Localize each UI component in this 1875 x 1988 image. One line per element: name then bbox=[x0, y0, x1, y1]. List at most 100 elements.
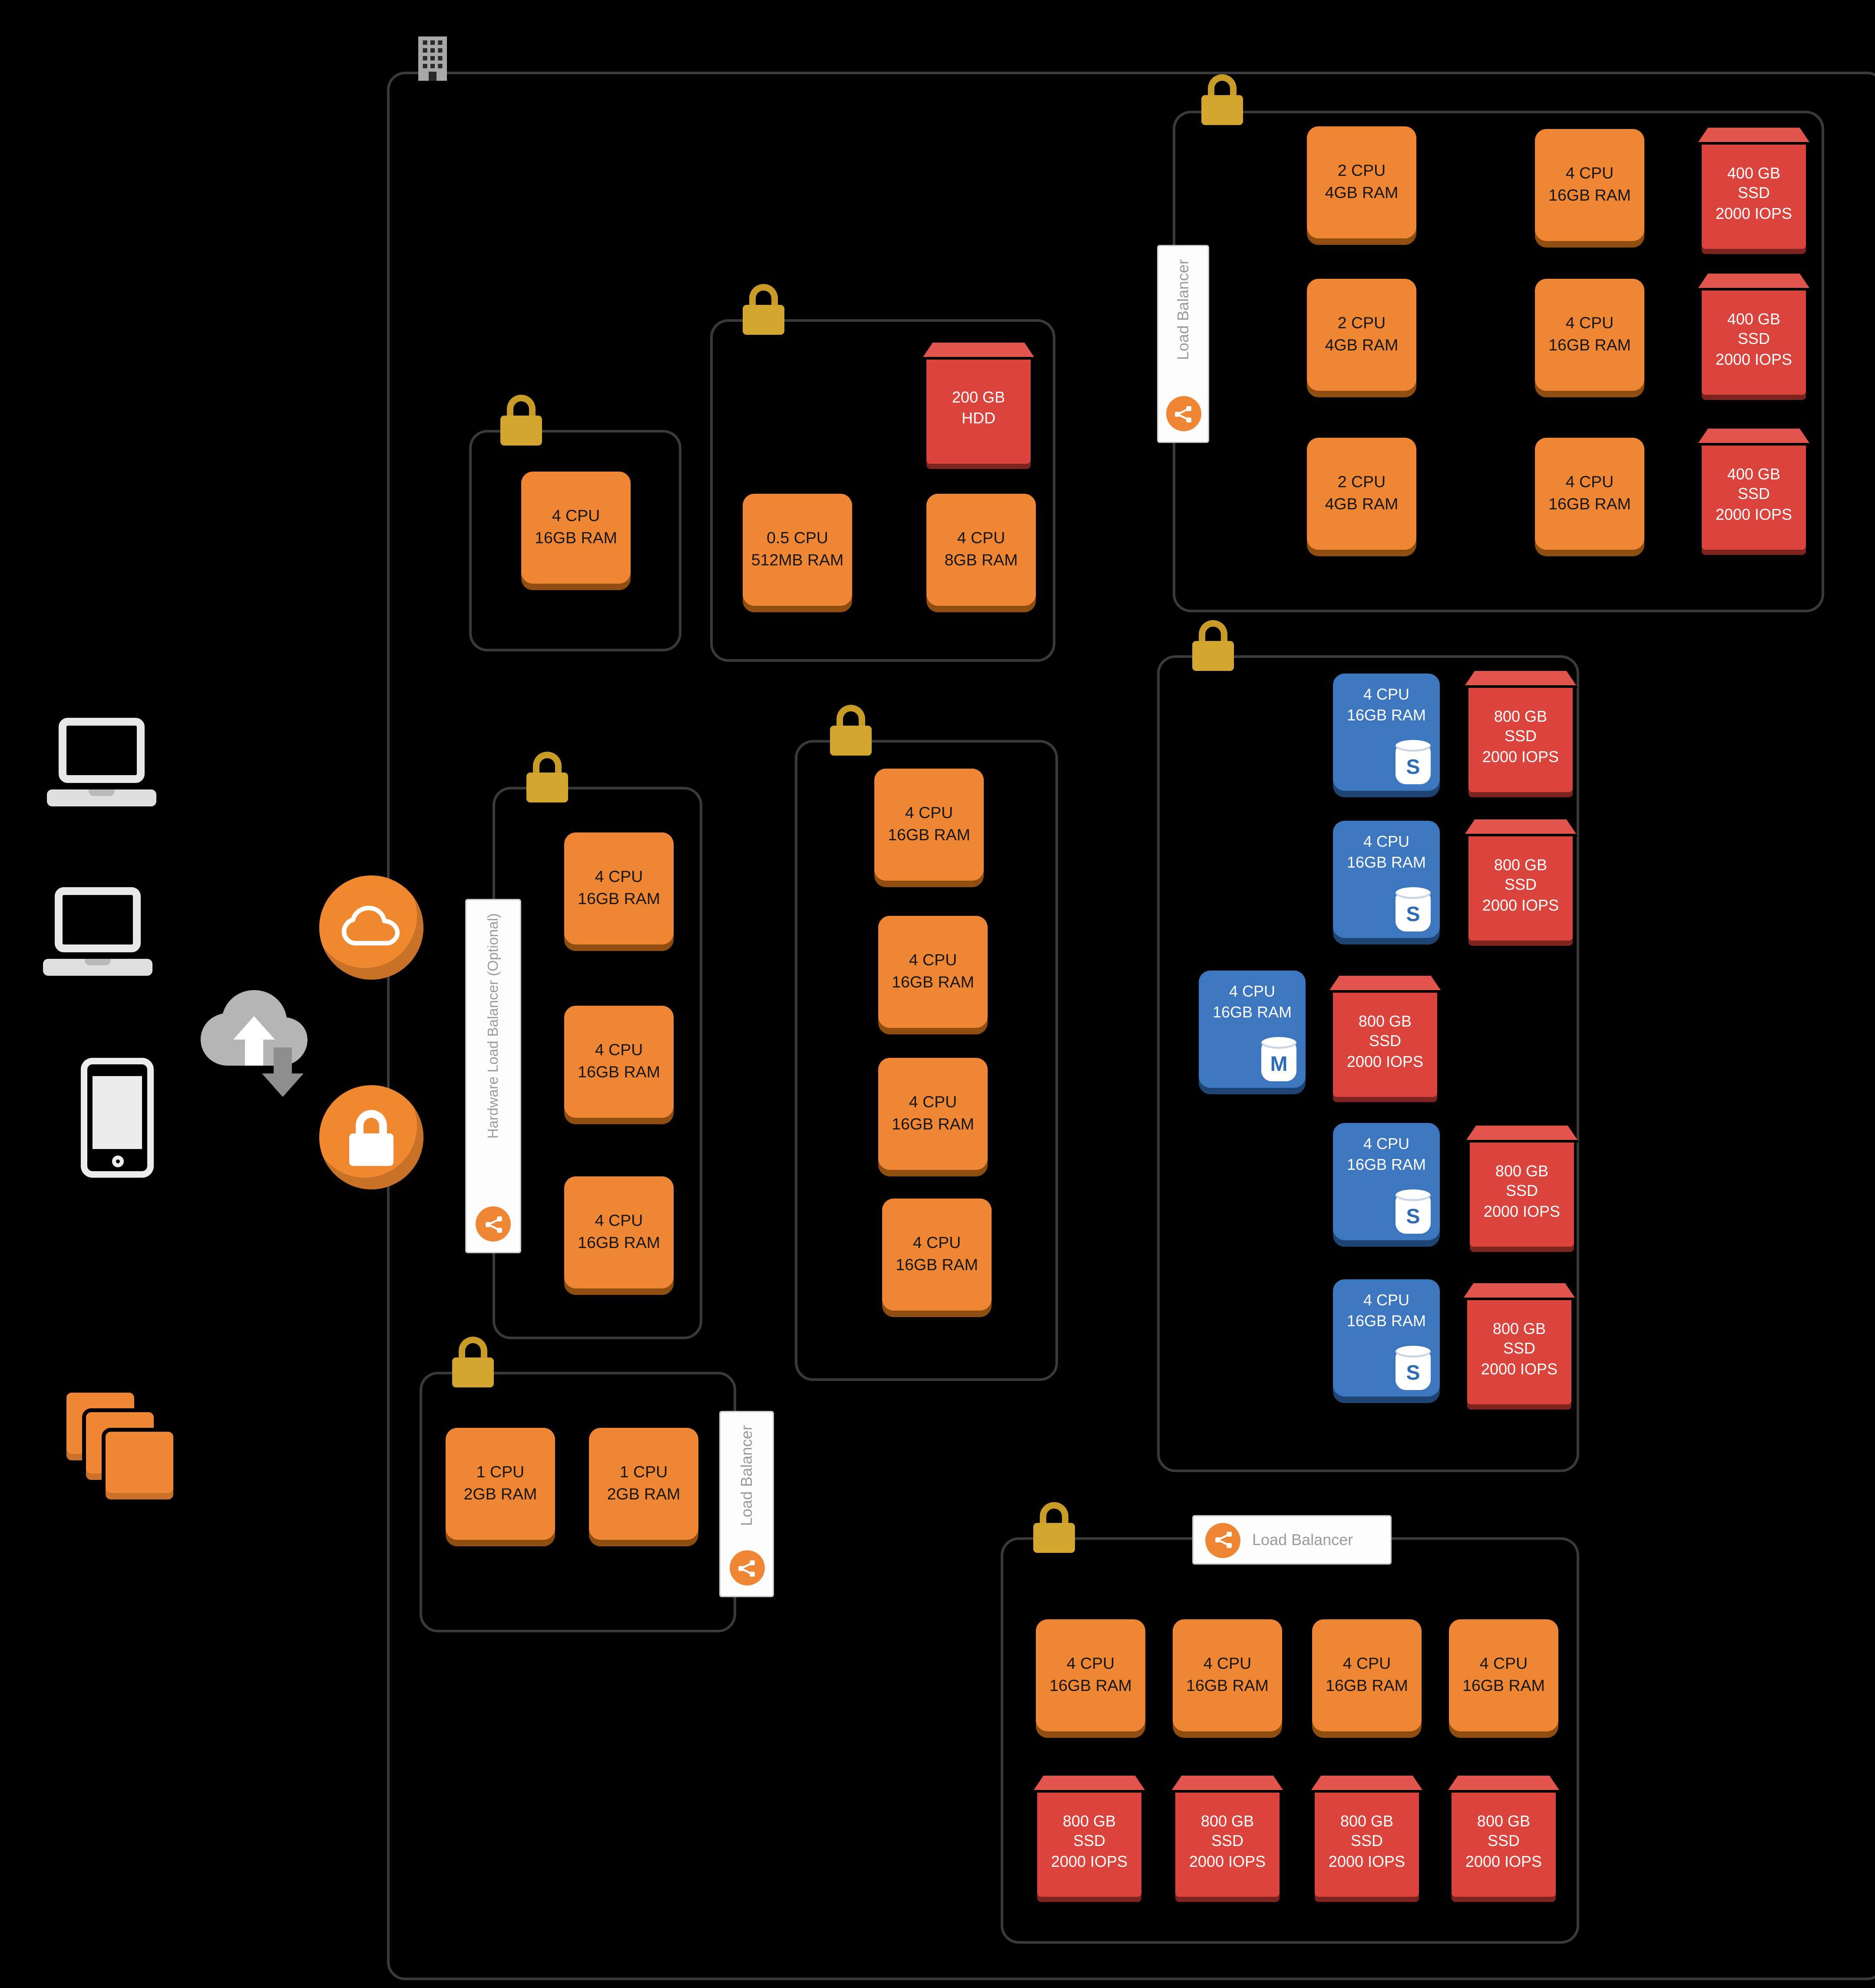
node-label-line: 4GB RAM bbox=[1325, 184, 1399, 202]
database-cylinder-icon: S bbox=[1396, 1346, 1431, 1390]
database-cluster-group bbox=[1157, 655, 1579, 1472]
node-label-line: 4 CPU bbox=[1479, 1654, 1528, 1673]
node-label-line: 2000 IOPS bbox=[1715, 505, 1792, 524]
database-cylinder-icon: S bbox=[1396, 740, 1431, 784]
node-label-line: 4 CPU bbox=[1565, 164, 1614, 183]
load-balancer-label-box: Load Balancer bbox=[1157, 245, 1209, 443]
node-label-line: 16GB RAM bbox=[892, 1115, 974, 1133]
load-balancer-network-icon bbox=[1205, 1522, 1240, 1558]
storage-node: 400 GB SSD 2000 IOPS bbox=[1702, 285, 1806, 395]
node-label-line: 800 GB bbox=[1494, 707, 1548, 725]
padlock-shackle bbox=[507, 395, 536, 417]
node-label-line: SSD bbox=[1505, 1182, 1538, 1200]
laptop-screen bbox=[59, 718, 145, 783]
node-label-line: 512MB RAM bbox=[751, 551, 844, 569]
compute-node: 4 CPU 16GB RAM bbox=[1535, 129, 1644, 241]
node-label-line: 16GB RAM bbox=[1186, 1677, 1269, 1695]
compute-node: 4 CPU 16GB RAM bbox=[882, 1199, 992, 1311]
database-node: 4 CPU 16GB RAM M bbox=[1199, 971, 1306, 1088]
node-label-line: 2 CPU bbox=[1337, 473, 1386, 492]
lock-body bbox=[349, 1133, 394, 1166]
node-label-line: 800 GB bbox=[1494, 855, 1548, 874]
node-label-line: SSD bbox=[1504, 727, 1537, 746]
padlock-icon bbox=[827, 705, 874, 760]
storage-node: 800 GB SSD 2000 IOPS bbox=[1315, 1787, 1419, 1897]
node-label-line: 1 CPU bbox=[619, 1463, 668, 1482]
node-label-line: 2 CPU bbox=[1337, 162, 1386, 180]
padlock-shackle bbox=[1208, 74, 1237, 96]
node-label-line: 16GB RAM bbox=[1346, 705, 1426, 724]
node-label-line: 16GB RAM bbox=[896, 1256, 978, 1274]
cache-servers-group bbox=[710, 319, 1055, 662]
node-label-line: 4 CPU bbox=[1343, 1654, 1391, 1673]
laptop-screen bbox=[55, 887, 141, 952]
smartphone-screen bbox=[93, 1076, 142, 1149]
node-label-line: 16GB RAM bbox=[1212, 1002, 1292, 1021]
node-label-line: HDD bbox=[962, 409, 995, 427]
node-label-line: 4 CPU bbox=[1363, 1291, 1410, 1309]
node-label-line: 2000 IOPS bbox=[1051, 1852, 1128, 1871]
node-label-line: SSD bbox=[1487, 1832, 1520, 1850]
padlock-shackle bbox=[749, 284, 778, 306]
node-label-line: 2000 IOPS bbox=[1482, 747, 1559, 766]
padlock-body bbox=[500, 416, 542, 446]
lock-shackle bbox=[356, 1109, 387, 1134]
node-label-line: 4 CPU bbox=[905, 804, 953, 822]
storage-node: 400 GB SSD 2000 IOPS bbox=[1702, 139, 1806, 249]
node-label-line: 4 CPU bbox=[1066, 1654, 1115, 1673]
padlock-body bbox=[743, 305, 784, 335]
padlock-body bbox=[1201, 95, 1243, 125]
padlock-icon bbox=[450, 1337, 496, 1391]
node-label-line: 16GB RAM bbox=[1346, 1311, 1426, 1330]
node-label-line: 16GB RAM bbox=[1548, 186, 1631, 205]
node-label-line: 16GB RAM bbox=[1346, 852, 1426, 871]
node-label-line: 800 GB bbox=[1477, 1811, 1531, 1830]
node-label-line: SSD bbox=[1350, 1832, 1383, 1850]
node-label-line: 16GB RAM bbox=[535, 529, 617, 547]
app-stack-icon bbox=[63, 1389, 182, 1509]
node-label-line: 4 CPU bbox=[1565, 314, 1614, 333]
node-label-line: 4 CPU bbox=[913, 1234, 961, 1252]
app-stack-layer bbox=[102, 1428, 177, 1503]
compute-node: 4 CPU 16GB RAM bbox=[564, 1176, 674, 1288]
storage-node: 800 GB SSD 2000 IOPS bbox=[1175, 1787, 1280, 1897]
node-label-line: SSD bbox=[1211, 1832, 1244, 1850]
padlock-body bbox=[1192, 641, 1234, 671]
node-label-line: 2GB RAM bbox=[463, 1485, 537, 1503]
laptop-base bbox=[47, 789, 156, 806]
node-label-line: 400 GB bbox=[1727, 309, 1781, 328]
hardware-load-balancer-label: Hardware Load Balancer (Optional) bbox=[485, 913, 501, 1139]
node-label-line: SSD bbox=[1737, 184, 1770, 202]
node-label-line: 2GB RAM bbox=[607, 1485, 681, 1503]
node-label-line: 4 CPU bbox=[1363, 685, 1410, 703]
node-label-line: 2 CPU bbox=[1337, 314, 1386, 333]
load-balancer-network-icon bbox=[729, 1550, 764, 1585]
node-label-line: SSD bbox=[1369, 1032, 1402, 1050]
node-label-line: 4 CPU bbox=[957, 529, 1005, 548]
database-cylinder-icon: S bbox=[1396, 1189, 1431, 1234]
compute-node: 1 CPU 2GB RAM bbox=[589, 1428, 698, 1540]
compute-node: 4 CPU 16GB RAM bbox=[878, 916, 988, 1028]
padlock-icon bbox=[1190, 620, 1237, 675]
storage-node: 400 GB SSD 2000 IOPS bbox=[1702, 440, 1806, 550]
load-balancer-label: Load Balancer bbox=[1252, 1531, 1353, 1549]
node-label-line: 4GB RAM bbox=[1325, 495, 1399, 513]
node-label-line: 800 GB bbox=[1200, 1811, 1254, 1830]
node-label-line: 16GB RAM bbox=[888, 826, 970, 844]
node-label-line: 200 GB bbox=[952, 389, 1005, 407]
compute-node: 2 CPU 4GB RAM bbox=[1307, 438, 1416, 550]
padlock-icon bbox=[740, 284, 787, 339]
compute-node: 4 CPU 16GB RAM bbox=[1036, 1619, 1145, 1731]
node-label-line: 4 CPU bbox=[1363, 1135, 1410, 1153]
compute-node: 2 CPU 4GB RAM bbox=[1307, 126, 1416, 238]
node-label-line: 4 CPU bbox=[1229, 982, 1276, 1001]
node-label-line: 2000 IOPS bbox=[1482, 896, 1559, 915]
node-label-line: 800 GB bbox=[1495, 1161, 1549, 1180]
load-balancer-network-icon bbox=[1165, 396, 1201, 431]
padlock-body bbox=[1033, 1523, 1075, 1553]
node-label-line: 4 CPU bbox=[595, 1212, 643, 1230]
laptop-icon bbox=[47, 718, 156, 806]
node-label-line: 4 CPU bbox=[1203, 1654, 1252, 1673]
node-label-line: SSD bbox=[1503, 1339, 1536, 1358]
